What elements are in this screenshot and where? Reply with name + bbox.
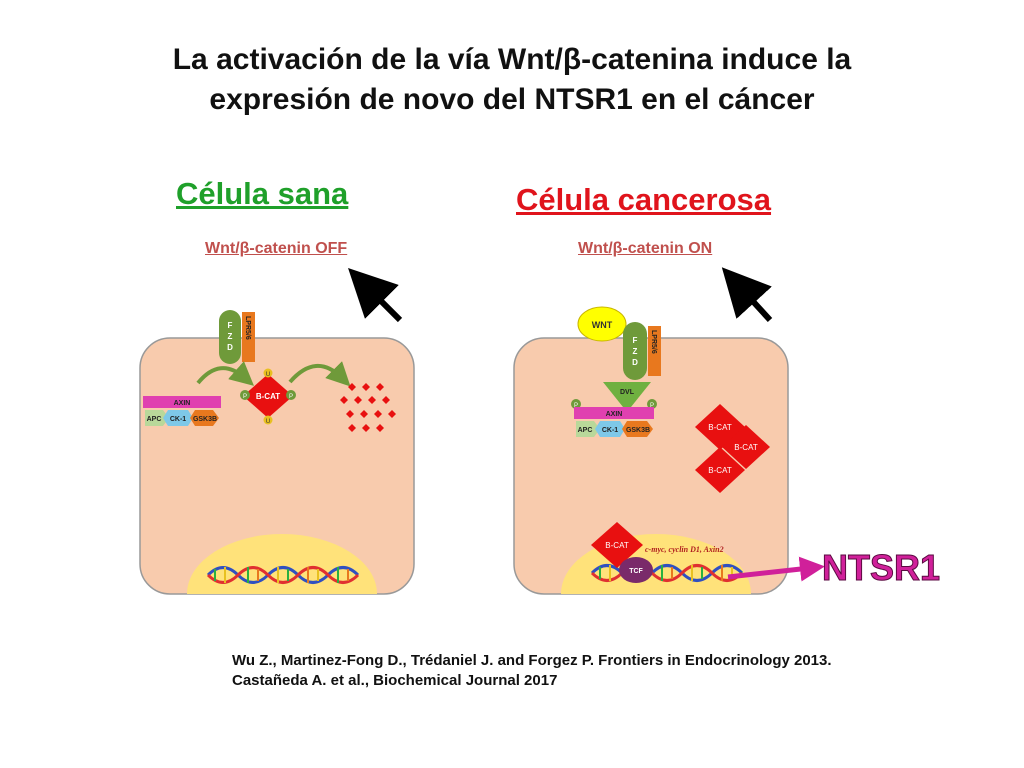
healthy-apc-label: APC	[147, 416, 162, 423]
cancer-axin-label: AXIN	[606, 411, 623, 418]
cancer-cell: WNT F Z D LPR5/6 DVL P P AXIN APC	[513, 306, 789, 595]
healthy-lrp-label: LPR5/6	[244, 316, 251, 340]
cancer-lrp-receptor: LPR5/6	[648, 326, 661, 376]
healthy-bcat-complex: B-CAT P P U U	[240, 368, 296, 425]
dvl-protein: DVL	[603, 382, 651, 412]
accumulated-bcat-2: B-CAT	[722, 425, 770, 469]
wnt-on-label: Wnt/β-catenin ON	[578, 240, 713, 257]
off-arrow	[348, 268, 403, 323]
healthy-bcat-label: B-CAT	[256, 392, 280, 401]
title-line-2: expresión de novo del NTSR1 en el cáncer	[209, 83, 815, 116]
cancer-gsk3b-label: GSK3B	[626, 427, 650, 434]
healthy-fzd-receptor: F Z D	[219, 310, 241, 364]
healthy-fzd-d: D	[227, 343, 233, 352]
healthy-p-right: P	[289, 394, 293, 400]
healthy-u-top: U	[266, 372, 270, 378]
slide-title: La activación de la vía Wnt/β-catenina i…	[40, 40, 984, 120]
healthy-nucleus	[187, 534, 377, 594]
reference-2: Castañeda A. et al., Biochemical Journal…	[232, 672, 558, 689]
on-arrow	[721, 267, 773, 323]
cancer-lrp-label: LPR5/6	[650, 330, 657, 354]
bcat-label-2: B-CAT	[734, 443, 758, 452]
healthy-dna-icon	[206, 566, 360, 584]
cancer-fzd-receptor: F Z D	[623, 322, 647, 380]
healthy-curve-arrow-1	[196, 361, 255, 386]
wnt-ligand: WNT	[577, 306, 627, 342]
bcat-label-3: B-CAT	[708, 466, 732, 475]
healthy-fzd-f: F	[228, 321, 233, 330]
tcf-label: TCF	[629, 568, 643, 575]
healthy-ck1-label: CK-1	[170, 416, 186, 423]
healthy-cell-heading: Célula sana	[176, 176, 349, 211]
cancer-cell-heading: Célula cancerosa	[516, 182, 772, 217]
target-genes-label: c-myc, cyclin D1, Axin2	[645, 545, 724, 554]
healthy-u-bottom: U	[266, 419, 270, 425]
healthy-lrp-receptor: LPR5/6	[242, 312, 255, 362]
nuclear-bcat-label: B-CAT	[605, 541, 629, 550]
cancer-fzd-z: Z	[633, 347, 638, 356]
cancer-p-right: P	[650, 403, 654, 409]
healthy-fzd-z: Z	[228, 332, 233, 341]
wnt-off-label: Wnt/β-catenin OFF	[205, 240, 348, 257]
cancer-fzd-f: F	[633, 336, 638, 345]
nuclear-bcat: B-CAT	[591, 522, 643, 568]
cancer-p-left: P	[574, 403, 578, 409]
accumulated-bcat-3: B-CAT	[695, 447, 745, 493]
healthy-curve-arrow-2	[288, 361, 351, 387]
healthy-gsk3b-label: GSK3B	[193, 416, 217, 423]
dvl-label: DVL	[620, 389, 635, 396]
reference-1: Wu Z., Martinez-Fong D., Trédaniel J. an…	[232, 652, 832, 669]
cancer-apc-label: APC	[578, 427, 593, 434]
ntsr1-label: NTSR1	[822, 547, 940, 588]
wnt-label: WNT	[592, 320, 613, 330]
ntsr1-arrow	[727, 556, 825, 582]
tcf-factor: TCF	[619, 557, 653, 583]
healthy-destruction-complex: AXIN APC CK-1 GSK3B	[143, 396, 221, 426]
healthy-degraded-bcat-fragments	[340, 383, 396, 432]
title-line-1: La activación de la vía Wnt/β-catenina i…	[172, 43, 852, 76]
cancer-fzd-d: D	[632, 358, 638, 367]
healthy-axin-label: AXIN	[174, 400, 191, 407]
cancer-destruction-complex: P P AXIN APC CK-1 GSK3B	[571, 399, 657, 437]
bcat-label-1: B-CAT	[708, 423, 732, 432]
healthy-p-left: P	[243, 394, 247, 400]
cancer-ck1-label: CK-1	[602, 427, 618, 434]
healthy-cell: F Z D LPR5/6 AXIN APC CK-1 GSK3B B-CAT	[139, 310, 415, 595]
